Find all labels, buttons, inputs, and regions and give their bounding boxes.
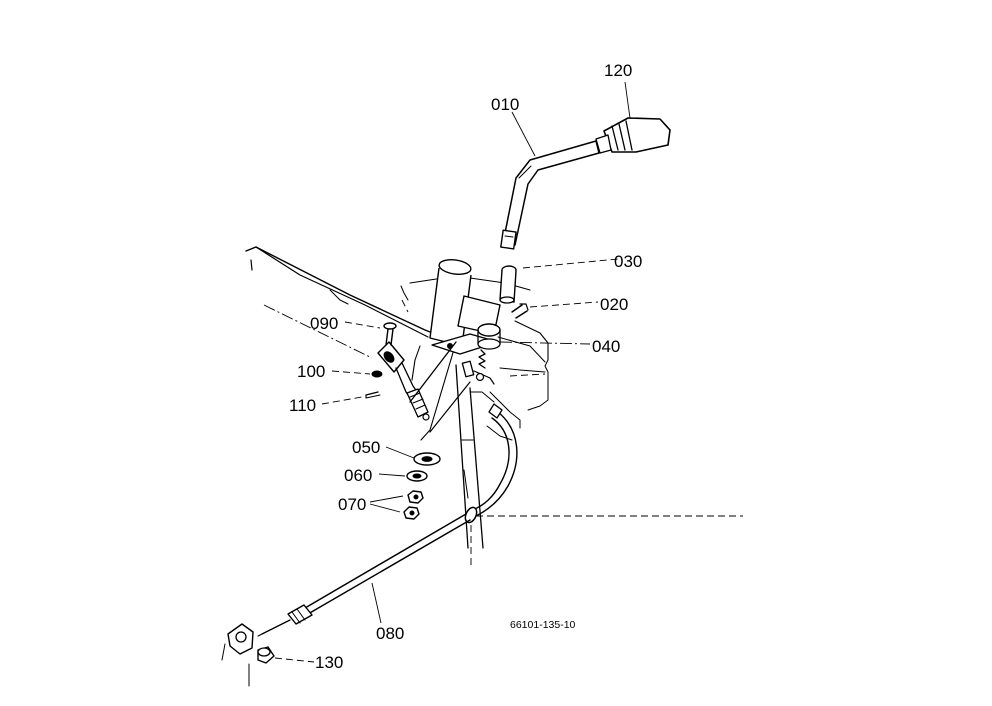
label-120: 120 xyxy=(604,61,632,80)
label-010: 010 xyxy=(491,95,519,114)
label-130: 130 xyxy=(315,653,343,672)
cable-adjuster xyxy=(365,322,430,421)
label-040: 040 xyxy=(592,337,620,356)
clip-130 xyxy=(257,646,275,664)
nut-070a xyxy=(407,490,424,504)
pin-020 xyxy=(511,303,529,319)
label-030: 030 xyxy=(614,252,642,271)
document-code: 66101-135-10 xyxy=(510,619,576,631)
lever-knob xyxy=(595,117,671,154)
lower-bracket xyxy=(221,623,254,687)
label-060: 060 xyxy=(344,466,372,485)
label-100: 100 xyxy=(297,362,325,381)
part-labels: 120 010 030 020 040 090 100 110 050 060 … xyxy=(289,61,642,672)
label-090: 090 xyxy=(310,314,338,333)
washer-060 xyxy=(406,470,428,482)
body-panel xyxy=(245,246,549,441)
nut-070b xyxy=(403,506,420,520)
control-cable xyxy=(257,403,518,637)
label-050: 050 xyxy=(352,438,380,457)
link-rod xyxy=(409,341,471,433)
washer-050 xyxy=(413,452,441,466)
label-110: 110 xyxy=(289,396,316,415)
label-020: 020 xyxy=(600,295,628,314)
bushing-030 xyxy=(499,265,517,304)
shift-lever xyxy=(500,140,600,250)
leader-lines xyxy=(263,81,743,663)
label-080: 080 xyxy=(376,624,404,643)
label-070: 070 xyxy=(338,495,366,514)
